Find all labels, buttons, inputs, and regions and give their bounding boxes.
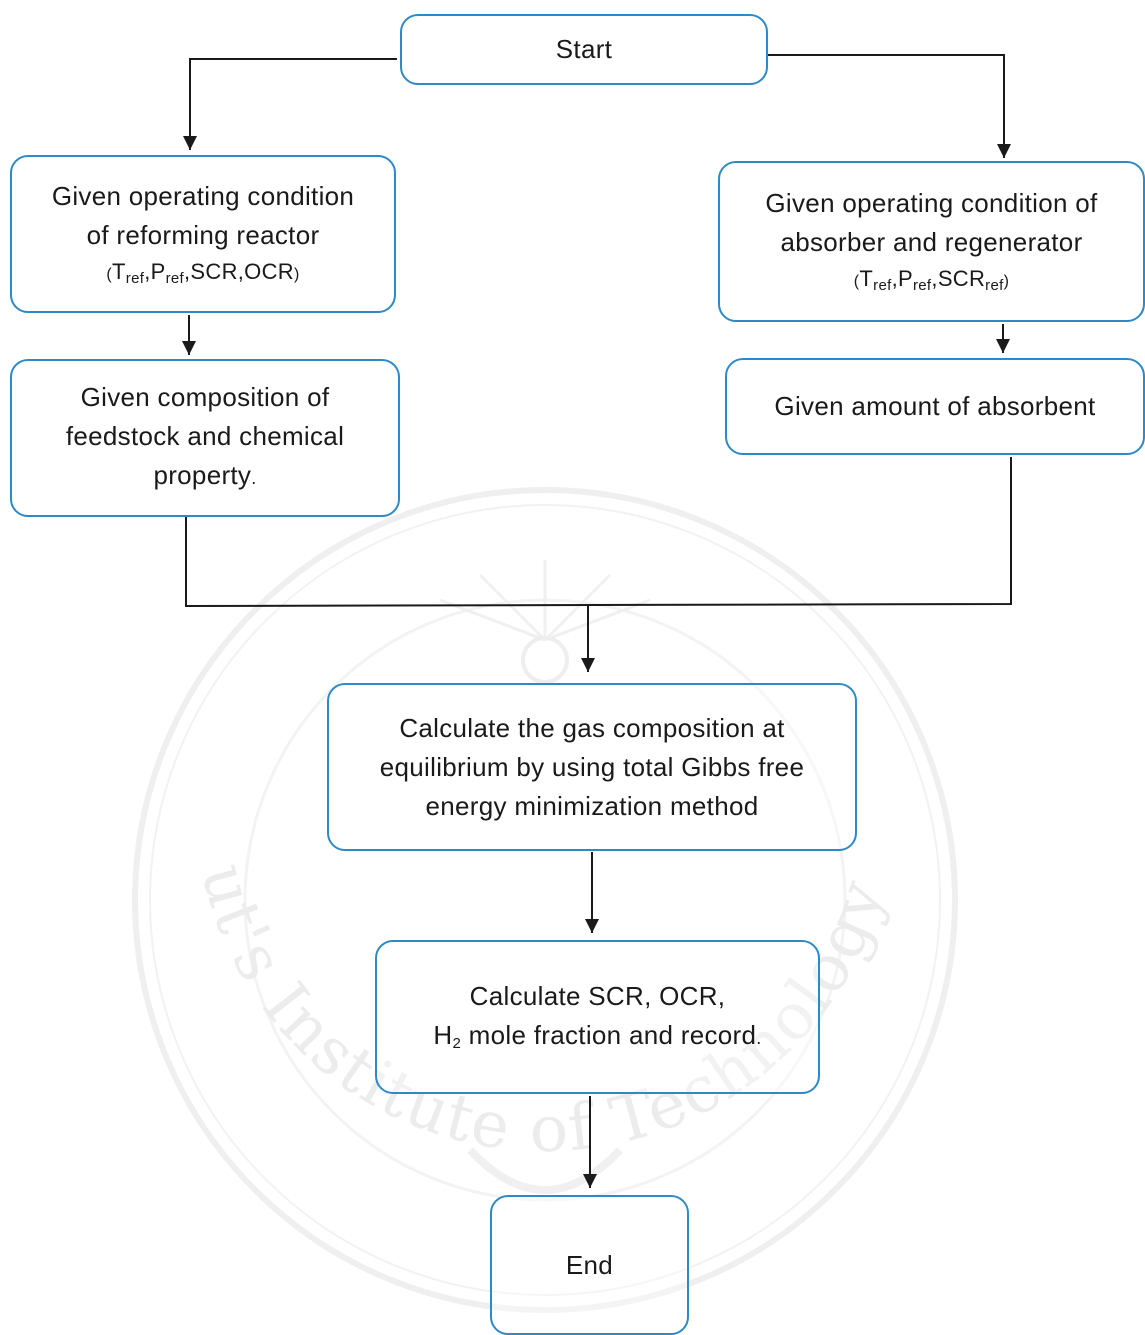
start-label: Start <box>555 34 613 64</box>
gibbs-line2: equilibrium by using total Gibbs free <box>379 751 805 782</box>
end-node: End <box>490 1195 689 1335</box>
gibbs-node: Calculate the gas composition at equilib… <box>327 683 857 851</box>
absorber-conditions-params: (Tref,Pref,SCRref) <box>853 266 1010 294</box>
feedstock-line1: Given composition of <box>80 382 330 412</box>
reformer-conditions-line2: of reforming reactor <box>86 219 320 250</box>
absorber-conditions-line1: Given operating condition of <box>765 188 1098 218</box>
start-node: Start <box>400 14 768 85</box>
absorber-conditions-line2: absorber and regenerator <box>780 227 1083 257</box>
record-line2: H2 mole fraction and record. <box>433 1019 762 1052</box>
connector-start-to-reformer <box>183 58 397 150</box>
absorber-conditions-node: Given operating condition of absorber an… <box>718 161 1145 322</box>
gibbs-line3: energy minimization method <box>425 790 759 821</box>
reformer-conditions-node: Given operating condition of reforming r… <box>10 155 396 313</box>
reformer-conditions-line1: Given operating condition <box>51 180 355 211</box>
feedstock-node: Given composition of feedstock and chemi… <box>10 359 400 517</box>
end-label: End <box>565 1249 614 1280</box>
feedstock-line2: feedstock and chemical <box>65 421 345 451</box>
gibbs-line1: Calculate the gas composition at <box>399 712 785 743</box>
reformer-conditions-params: (Tref,Pref,SCR,OCR) <box>106 258 300 287</box>
record-line1: Calculate SCR, OCR, <box>469 980 726 1011</box>
record-node: Calculate SCR, OCR, H2 mole fraction and… <box>375 940 820 1094</box>
absorbent-node: Given amount of absorbent <box>725 358 1145 455</box>
feedstock-line3: property. <box>153 460 257 490</box>
absorbent-label: Given amount of absorbent <box>774 391 1096 421</box>
connector-feedstock-to-merge <box>185 457 1012 608</box>
connector-start-to-absorber <box>768 54 1011 158</box>
